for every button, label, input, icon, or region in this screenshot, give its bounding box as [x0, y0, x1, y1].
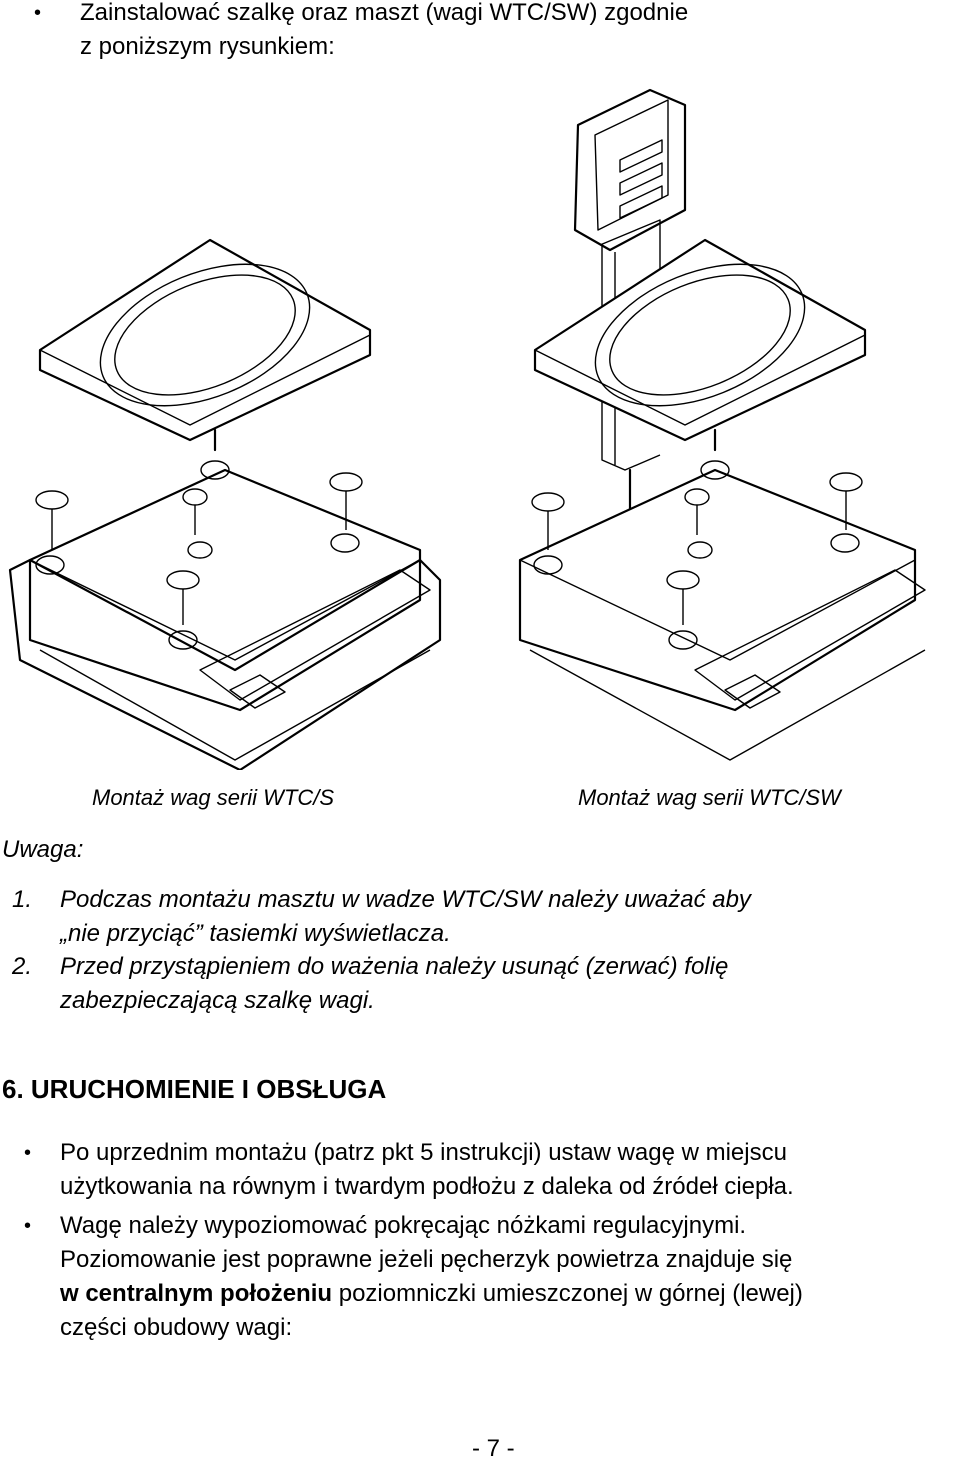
bullet-dot: •	[24, 1215, 32, 1237]
scale-assembly-illustration	[8, 88, 926, 770]
note-heading: Uwaga:	[2, 836, 84, 863]
line-3-rest: poziomniczki umieszczonej w górnej (lewe…	[332, 1280, 803, 1307]
section-heading: 6. URUCHOMIENIE I OBSŁUGA	[2, 1074, 387, 1104]
emphasis-central-position: w centralnym położeniu	[60, 1280, 333, 1307]
caption-wtc-sw: Montaż wag serii WTC/SW	[578, 785, 841, 810]
section-bullet-2-line-4: części obudowy wagi:	[60, 1314, 293, 1341]
intro-line-2: z poniższym rysunkiem:	[80, 33, 335, 60]
note-item-2-line-2: zabezpieczającą szalkę wagi.	[60, 987, 375, 1014]
note-item-1-number: 1.	[12, 886, 33, 913]
section-bullet-1-line-1: Po uprzednim montażu (patrz pkt 5 instru…	[60, 1139, 787, 1166]
section-bullet-2-line-3: w centralnym położeniu poziomniczki umie…	[60, 1277, 803, 1311]
section-bullet-2-line-2: Poziomowanie jest poprawne jeżeli pęcher…	[60, 1246, 793, 1273]
note-item-2-line-1: Przed przystąpieniem do ważenia należy u…	[60, 953, 729, 980]
note-item-1-line-1: Podczas montażu masztu w wadze WTC/SW na…	[60, 886, 751, 913]
note-item-1-line-2: „nie przyciąć” tasiemki wyświetlacza.	[60, 920, 451, 947]
page-number: - 7 -	[472, 1435, 515, 1462]
section-bullet-1-line-2: użytkowania na równym i twardym podłożu …	[60, 1173, 794, 1200]
bullet-dot: •	[24, 1142, 32, 1164]
caption-wtc-s: Montaż wag serii WTC/S	[92, 785, 335, 810]
intro-line-1: Zainstalować szalkę oraz maszt (wagi WTC…	[80, 0, 689, 26]
bullet-dot: •	[34, 2, 42, 24]
section-bullet-2-line-1: Wagę należy wypoziomować pokręcając nóżk…	[60, 1212, 747, 1239]
scale-wtc-sw-drawing	[518, 88, 926, 761]
note-item-2-number: 2.	[12, 953, 33, 980]
scale-wtc-s-drawing	[8, 238, 442, 770]
